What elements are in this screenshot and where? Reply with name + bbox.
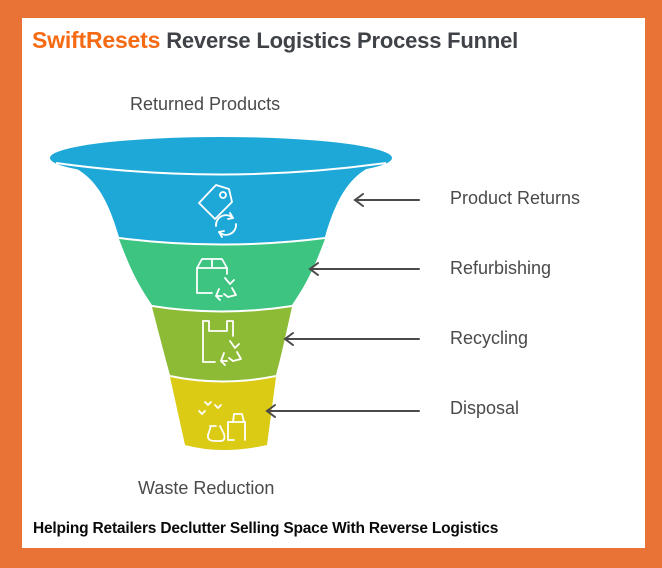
funnel-rim-highlight: [55, 162, 387, 176]
arrow-refurbishing: [308, 262, 420, 276]
footer-tagline: Helping Retailers Declutter Selling Spac…: [33, 520, 499, 537]
stage-arrows: [265, 193, 420, 418]
stage-label-product-returns: Product Returns: [450, 188, 581, 208]
arrow-product-returns: [353, 193, 420, 207]
price-tag-refresh-icon: [198, 184, 237, 238]
funnel-stage-disposal: [170, 377, 276, 450]
funnel-top-label: Returned Products: [130, 94, 281, 114]
stage-label-refurbishing: Refurbishing: [450, 258, 552, 278]
trash-bin-icon: [198, 401, 246, 442]
brand-name: SwiftResets: [32, 27, 161, 53]
bag-recycle-icon: [202, 320, 242, 366]
funnel-stage-recycling: [152, 307, 292, 381]
funnel-bottom-label: Waste Reduction: [138, 478, 275, 498]
arrow-disposal: [265, 404, 420, 418]
funnel-segment-yellow: [170, 377, 276, 450]
arrow-recycling: [283, 332, 420, 346]
box-recycle-icon: [196, 258, 237, 301]
funnel-segment-green: [119, 239, 325, 311]
page-title: Reverse Logistics Process Funnel: [166, 28, 519, 53]
funnel-segment-olive: [152, 307, 292, 381]
funnel-diagram: [50, 137, 420, 450]
funnel-stage-refurbishing: [119, 239, 325, 311]
funnel-rim: [50, 137, 392, 179]
stage-label-disposal: Disposal: [450, 398, 520, 418]
stage-label-recycling: Recycling: [450, 328, 529, 348]
funnel-segment-blue: [50, 158, 392, 244]
funnel-stage-product-returns: [50, 137, 392, 244]
